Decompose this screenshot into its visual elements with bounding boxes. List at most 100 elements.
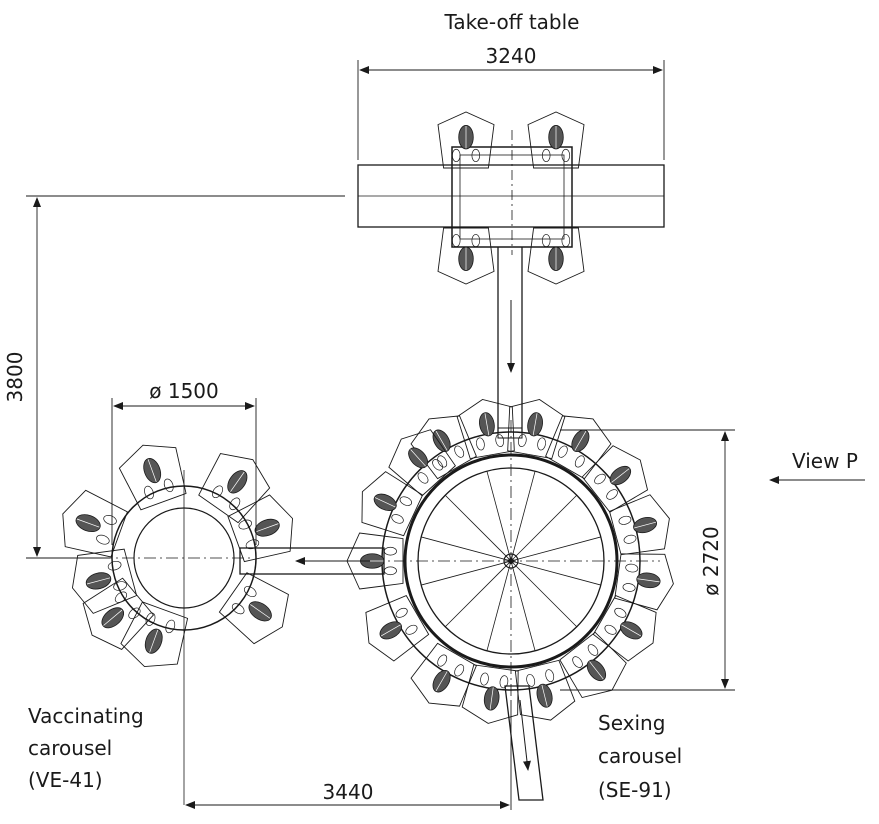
egg-tray (461, 664, 519, 724)
nozzle (113, 581, 127, 591)
dim-table-width (357, 60, 665, 160)
view-p-label: View P (792, 449, 858, 473)
vaccinating-label-line3: (VE-41) (28, 768, 103, 792)
sexing-label-line2: carousel (598, 744, 682, 768)
egg-tray (559, 631, 627, 699)
egg-highlight (541, 684, 548, 707)
nozzle (231, 603, 245, 615)
nozzle (417, 472, 429, 484)
vaccinating-carousel (100, 470, 257, 805)
egg-highlight (380, 624, 401, 637)
nozzle (96, 534, 110, 545)
spoke (510, 494, 578, 562)
egg-highlight (435, 430, 448, 451)
spoke (510, 560, 601, 586)
tray-outline (365, 595, 430, 662)
takeoff-table (357, 130, 665, 255)
tray-outline (527, 111, 585, 169)
nozzle (471, 234, 481, 248)
dim-vertical-offset (26, 195, 345, 559)
egg-tray (507, 399, 566, 460)
nozzle (212, 485, 224, 499)
nozzle (128, 607, 141, 619)
nozzle (480, 672, 489, 686)
nozzle (526, 673, 536, 687)
nozzle (432, 459, 443, 471)
vaccinating-carousel-trays (62, 444, 293, 667)
nozzle (454, 445, 465, 458)
egg-highlight (230, 471, 245, 492)
nozzle (163, 478, 174, 493)
nozzle (103, 515, 117, 525)
egg-tray (581, 445, 649, 513)
nozzle (238, 519, 252, 530)
vaccinating-label-line2: carousel (28, 736, 112, 760)
egg-highlight (611, 468, 630, 483)
nozzle (454, 664, 465, 677)
egg-tray (608, 494, 670, 556)
horizontal-offset-dimension: 3440 (323, 780, 374, 804)
nozzle (395, 607, 408, 618)
egg-tray (592, 595, 657, 662)
spoke (510, 471, 536, 562)
egg-tray (62, 489, 128, 558)
nozzle (399, 496, 413, 506)
tray-outline (82, 577, 155, 650)
nozzle (561, 234, 571, 248)
tray-outline (410, 415, 477, 480)
nozzle (437, 455, 448, 468)
egg-tray (361, 471, 424, 537)
egg-tray (218, 572, 289, 645)
egg-tray (456, 399, 515, 460)
vaccinating-diameter-dimension: ø 1500 (149, 379, 219, 403)
sexing-label-line1: Sexing (598, 711, 665, 735)
nozzle (229, 497, 241, 511)
nozzle (541, 234, 551, 248)
egg-highlight (86, 577, 111, 585)
egg-tray (545, 415, 612, 480)
conveyor-exit (504, 685, 544, 801)
tray-outline (198, 453, 271, 524)
conveyor-horizontal (239, 547, 385, 575)
nozzle (517, 434, 527, 447)
nozzle (383, 546, 397, 556)
nozzle (451, 148, 461, 162)
takeoff-table-label: Take-off table (444, 10, 580, 34)
sexing-carousel-spokes (421, 471, 601, 651)
nozzle (574, 455, 585, 468)
nozzle (541, 148, 551, 162)
nozzle (614, 607, 627, 618)
tray-outline (120, 601, 189, 667)
nozzle (587, 644, 599, 656)
nozzle (471, 148, 481, 162)
egg-tray (82, 577, 155, 650)
egg-highlight (484, 413, 490, 436)
nozzle (405, 624, 418, 635)
nozzle (391, 514, 404, 524)
egg-tray (71, 548, 138, 614)
egg-tray (410, 415, 477, 480)
spoke (421, 560, 512, 586)
takeoff-table-trays (437, 111, 585, 285)
nozzle (243, 586, 257, 598)
egg-highlight (149, 629, 159, 653)
tray-outline (227, 494, 293, 563)
nozzle (545, 669, 555, 683)
vertical-offset-dimension: 3800 (3, 352, 27, 403)
vaccinating-label-line1: Vaccinating (28, 704, 144, 728)
dim-vaccinating-diameter (111, 398, 257, 545)
nozzle (145, 612, 156, 626)
egg-highlight (76, 518, 100, 528)
sexing-carousel-trays (346, 399, 674, 724)
tray-outline (118, 444, 187, 511)
egg-tray (437, 111, 495, 169)
tray-outline (507, 399, 566, 460)
spoke (486, 471, 512, 562)
nozzle (622, 583, 636, 592)
tray-outline (437, 111, 495, 169)
nozzle (572, 656, 583, 668)
tray-outline (410, 642, 477, 707)
nozzle (623, 534, 637, 544)
tray-outline (437, 227, 495, 285)
